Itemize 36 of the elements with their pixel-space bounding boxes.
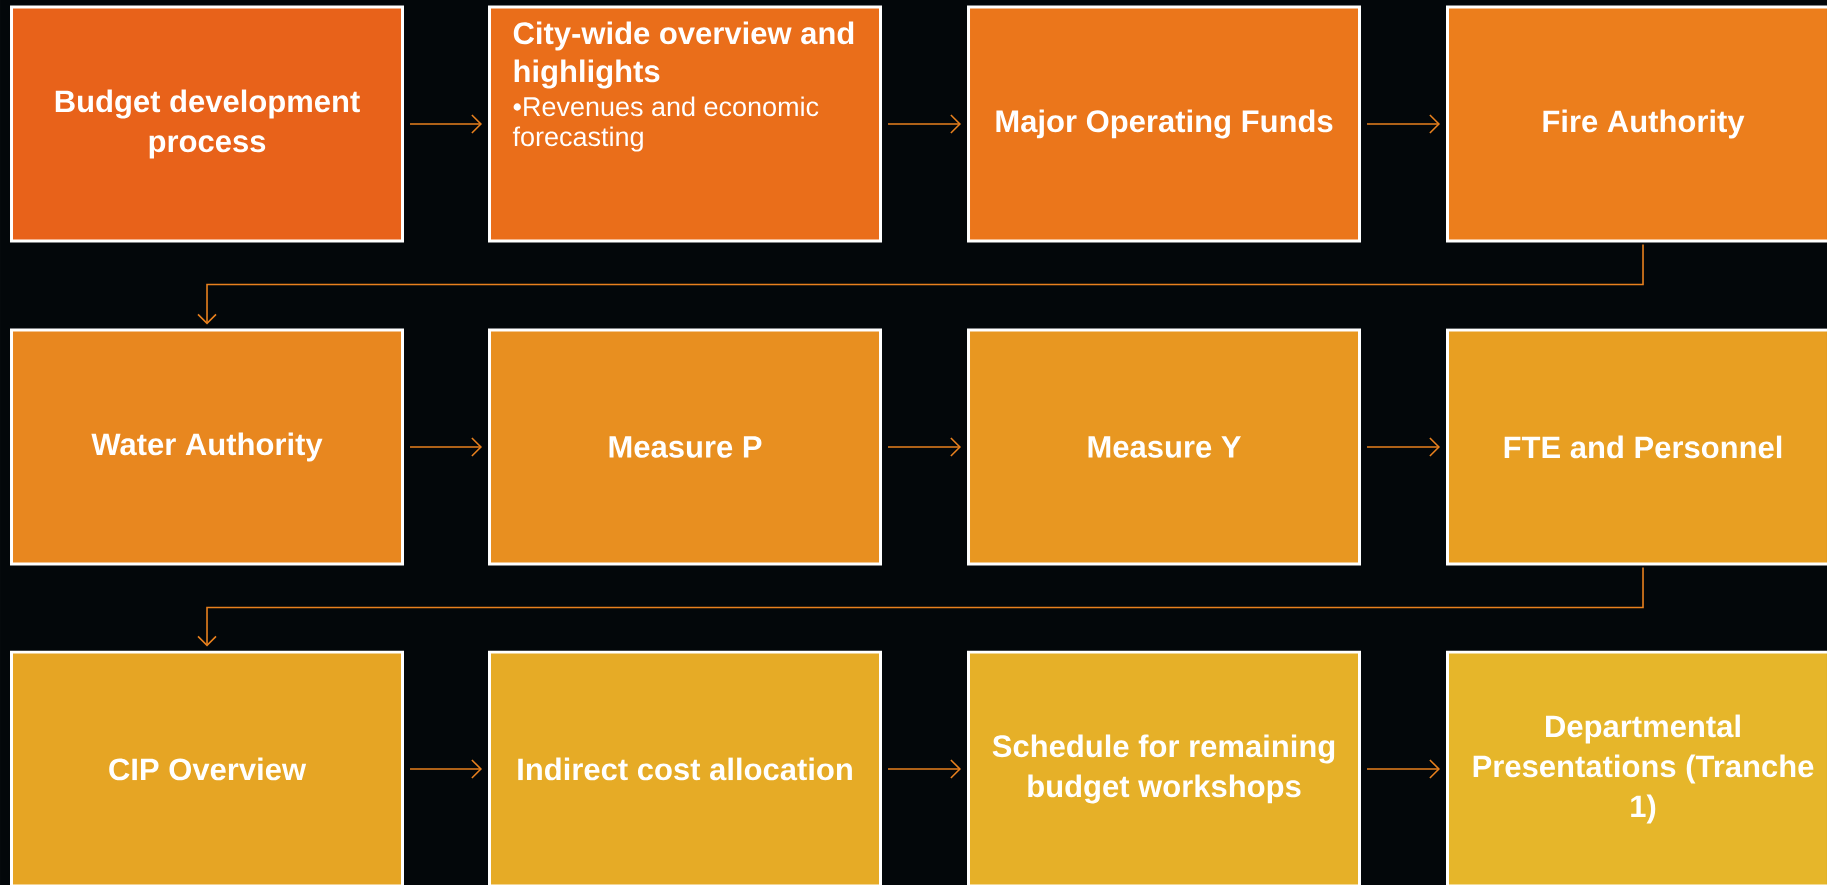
arrow	[887, 114, 961, 134]
box-label: Schedule for remaining budget workshops	[992, 734, 1335, 804]
arrow	[887, 437, 961, 457]
arrow	[409, 114, 482, 134]
arrow	[1366, 114, 1440, 134]
box-label: Measure P	[609, 436, 762, 458]
arrow	[409, 437, 482, 457]
box-label: Budget development process	[55, 89, 360, 159]
process-box	[967, 328, 1361, 566]
process-box	[10, 5, 404, 243]
process-box	[10, 650, 404, 885]
box-label: Indirect cost allocation	[518, 757, 852, 781]
process-box	[488, 328, 882, 566]
box-label: CIP Overview	[109, 757, 307, 781]
process-box	[967, 5, 1361, 243]
arrow	[887, 759, 961, 779]
box-label: FTE and Personnel	[1504, 435, 1782, 459]
arrow	[1366, 759, 1440, 779]
arrow	[197, 243, 1644, 325]
arrow	[197, 566, 1644, 647]
process-box	[488, 650, 882, 885]
process-box	[1446, 650, 1827, 885]
process-box	[967, 650, 1361, 885]
box-label: Measure Y	[1088, 436, 1241, 458]
process-box	[1446, 5, 1827, 243]
box-label: Major Operating Funds	[996, 109, 1333, 139]
bullet-text: •Revenues and economic forecasting	[512, 96, 819, 152]
heading: City-wide overview and highlights	[513, 21, 854, 89]
box-label: Departmental Presentations (Tranche 1)	[1473, 714, 1814, 824]
box-label: Fire Authority	[1543, 109, 1745, 139]
arrow	[1366, 437, 1440, 457]
process-box	[1446, 328, 1827, 566]
arrow	[409, 759, 482, 779]
box-label: Water Authority	[91, 432, 323, 462]
process-box	[10, 328, 404, 566]
process-box	[488, 5, 882, 243]
